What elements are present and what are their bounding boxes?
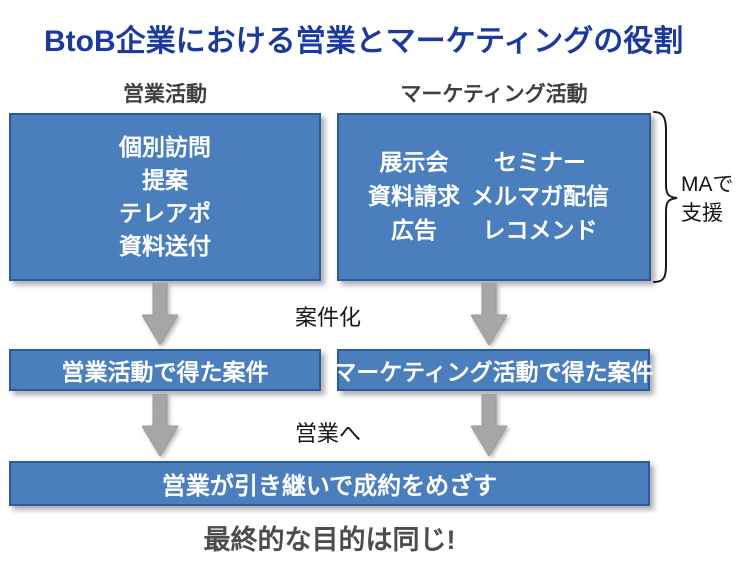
marketing-leads-box: マーケティング活動で得た案件 bbox=[333, 349, 654, 391]
marketing-activity-item: 資料請求 bbox=[368, 183, 460, 209]
marketing-activity-item: セミナー bbox=[494, 149, 586, 175]
sales-activities-list: 個別訪問 提案 テレアポ 資料送付 bbox=[11, 115, 319, 279]
ma-support-note-line1: MAで bbox=[681, 173, 734, 196]
sales-activities-box: 個別訪問 提案 テレアポ 資料送付 bbox=[9, 113, 321, 281]
marketing-activity-item: メルマガ配信 bbox=[471, 183, 609, 209]
ma-support-note-line2: 支援 bbox=[681, 202, 723, 225]
stage-label-leadgen: 案件化 bbox=[295, 305, 362, 330]
sales-leads-box: 営業活動で得た案件 bbox=[9, 349, 321, 391]
down-arrow-icon bbox=[471, 394, 507, 456]
stage-label-to-sales: 営業へ bbox=[295, 421, 362, 446]
column-header-sales: 営業活動 bbox=[123, 83, 207, 106]
sales-activity-item: テレアポ bbox=[119, 200, 211, 226]
down-arrow-icon bbox=[142, 394, 178, 456]
sales-activity-item: 提案 bbox=[142, 167, 188, 193]
brace-icon bbox=[653, 111, 678, 283]
conclusion-text: 最終的な目的は同じ! bbox=[203, 525, 456, 555]
down-arrow-icon bbox=[142, 283, 178, 345]
sales-activity-item: 個別訪問 bbox=[119, 134, 211, 160]
diagram-title: BtoB企業における営業とマーケティングの役割 bbox=[44, 25, 684, 58]
marketing-activities-box: 展示会 資料請求 広告 セミナー メルマガ配信 レコメンド bbox=[337, 113, 651, 281]
handoff-box: 営業が引き継いで成約をめざす bbox=[9, 461, 650, 506]
marketing-activity-item: 広告 bbox=[391, 217, 437, 243]
marketing-activities-list-right: セミナー メルマガ配信 レコメンド bbox=[450, 145, 630, 247]
sales-activity-item: 資料送付 bbox=[119, 233, 211, 259]
down-arrow-icon bbox=[471, 283, 507, 345]
marketing-activity-item: レコメンド bbox=[482, 217, 598, 243]
column-header-marketing: マーケティング活動 bbox=[400, 83, 588, 106]
marketing-activity-item: 展示会 bbox=[379, 149, 449, 175]
ma-support-note: MAで 支援 bbox=[681, 170, 734, 228]
marketing-activities-list-left: 展示会 資料請求 広告 bbox=[339, 145, 489, 247]
